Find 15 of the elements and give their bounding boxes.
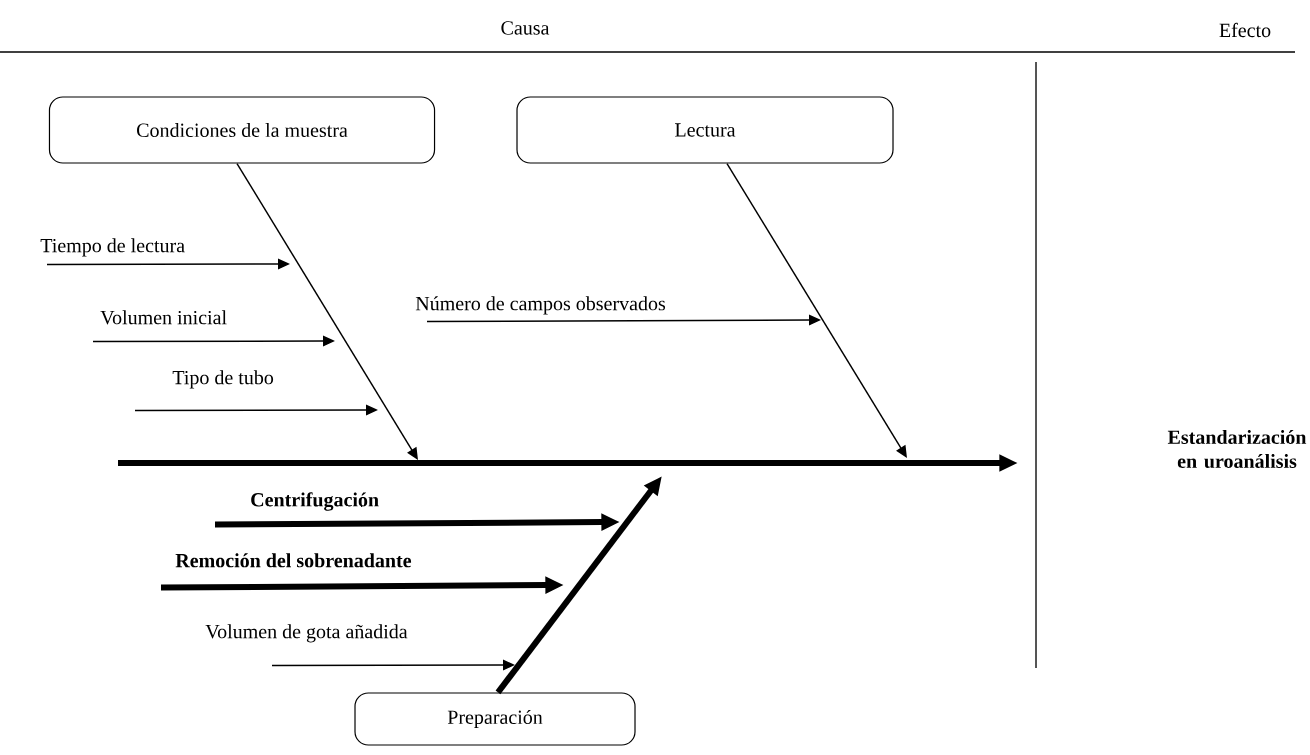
heading-label: Causa xyxy=(501,21,550,35)
sub-cause-label: Tipo de tubo xyxy=(172,370,274,389)
sub-cause-label: Volumen de gota añadida xyxy=(205,624,408,643)
effect-label: Estandarización en uroanálisis xyxy=(1167,429,1307,469)
cause-box: Lectura xyxy=(516,96,894,164)
cause-box: Condiciones de la muestra xyxy=(48,96,436,164)
sub-cause-label: Centrifugación xyxy=(251,492,379,511)
sub-cause-label: Volumen inicial xyxy=(100,310,227,325)
cause-box: Preparación xyxy=(354,692,636,746)
sub-cause-label: Remoción del sobrenadante xyxy=(175,553,412,568)
arrow xyxy=(726,162,907,458)
sub-cause-label: Tiempo de lectura xyxy=(40,238,185,257)
sub-cause-label: Número de campos observados xyxy=(415,296,666,315)
heading-label: Efecto xyxy=(1219,22,1271,38)
arrow xyxy=(236,162,418,460)
